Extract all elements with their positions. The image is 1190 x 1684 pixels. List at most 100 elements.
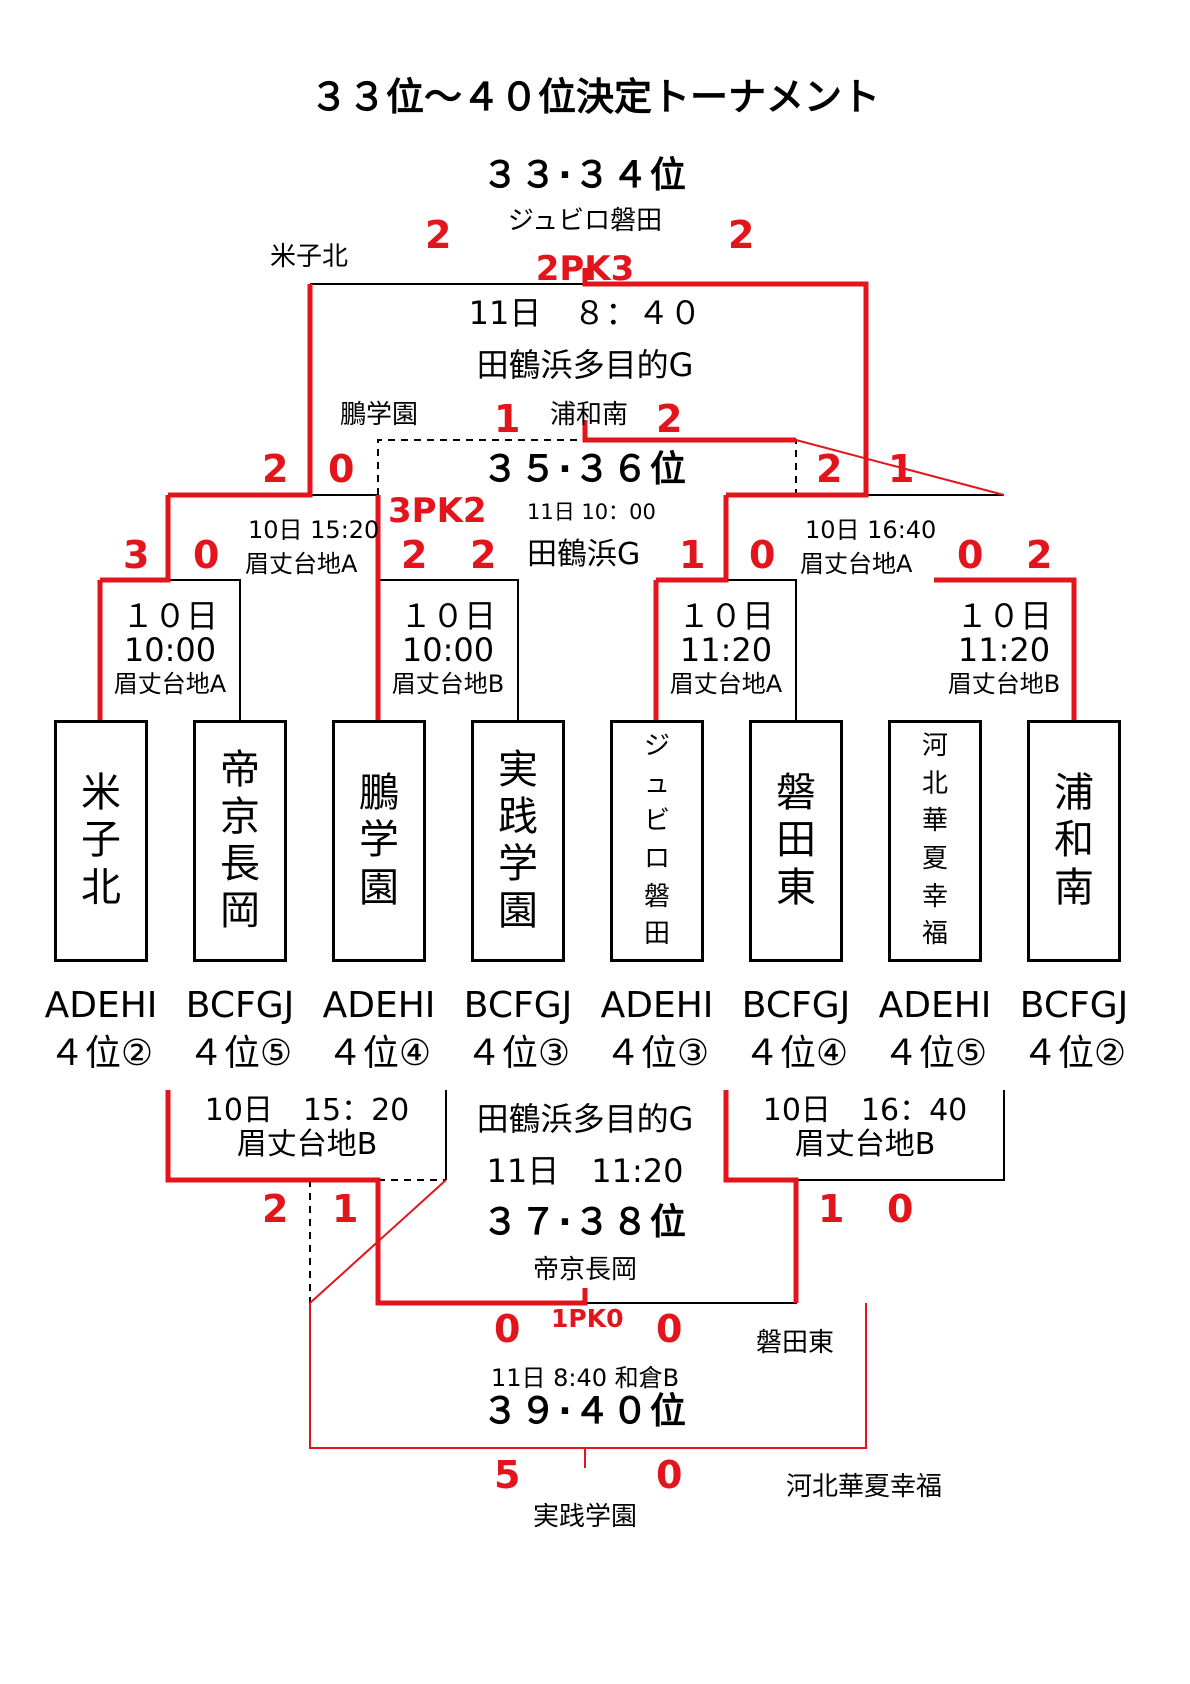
rank-5: ４位③ xyxy=(604,1033,710,1074)
r2l1-venue: 眉丈台地B xyxy=(236,1127,378,1162)
r2-lower-right-black xyxy=(796,1090,1005,1181)
r2l2-score-left: 1 xyxy=(818,1187,845,1231)
team-box-4: 実践学園 xyxy=(471,720,565,962)
team-name: ジュビロ磐田 xyxy=(643,730,670,950)
team-name: 米子北 xyxy=(81,770,121,911)
team-name: 鵬学園 xyxy=(359,770,399,911)
r2u2-score-left: 2 xyxy=(816,447,843,491)
rank-7: ４位⑤ xyxy=(882,1033,988,1074)
f3334-left-team: 米子北 xyxy=(270,242,349,272)
f3738-time: 11日 11:20 xyxy=(486,1152,684,1190)
slot-1: ADEHI xyxy=(44,985,158,1026)
r2l1-time: 10日 15：20 xyxy=(204,1093,410,1128)
f3940-score-left: 5 xyxy=(494,1453,521,1497)
r1m3-venue: 眉丈台地A xyxy=(669,670,783,698)
r1m1-score-left: 3 xyxy=(123,533,150,577)
arrow-3940 xyxy=(309,1179,447,1304)
team-box-6: 磐田東 xyxy=(749,720,843,962)
team-box-5: ジュビロ磐田 xyxy=(610,720,704,962)
rank-33-34: ３３·３４位 xyxy=(482,155,688,196)
rank-39-40: ３９·４０位 xyxy=(482,1391,688,1432)
f3738-winner: 帝京長岡 xyxy=(532,1255,637,1285)
r1m1-time: 10:00 xyxy=(123,631,217,669)
rank-2: ４位⑤ xyxy=(187,1033,293,1074)
r1m2-time: 10:00 xyxy=(401,631,495,669)
f3536-right-team: 浦和南 xyxy=(550,400,629,430)
f3738-venue: 田鶴浜多目的G xyxy=(476,1100,694,1138)
r1m2-score-left: 2 xyxy=(401,533,428,577)
rank-37-38: ３７·３８位 xyxy=(482,1202,688,1243)
champion-33: ジュビロ磐田 xyxy=(507,206,663,236)
team-box-1: 米子北 xyxy=(54,720,148,962)
f3738-score-right: 0 xyxy=(656,1307,683,1351)
slot-5: ADEHI xyxy=(600,985,714,1026)
f3334-time: 11日 ８：４０ xyxy=(468,294,702,332)
rank-35-36: ３５·３６位 xyxy=(482,449,688,490)
r1m4-score-right: 2 xyxy=(1026,533,1053,577)
team-name: 磐田東 xyxy=(776,770,816,911)
r2u1-score-right: 0 xyxy=(328,447,355,491)
r2u2-venue: 眉丈台地A xyxy=(800,550,913,578)
r1-top-1 xyxy=(100,495,171,583)
rank-6: ４位④ xyxy=(743,1033,849,1074)
r1m1-score-right: 0 xyxy=(193,533,220,577)
r2-lower-right-red xyxy=(723,1090,799,1303)
r2u1-venue: 眉丈台地A xyxy=(245,550,358,578)
page-title: ３３位～４０位決定トーナメント xyxy=(309,75,880,119)
r2l1-score-right: 1 xyxy=(332,1187,359,1231)
team-box-2: 帝京長岡 xyxy=(193,720,287,962)
slot-6: BCFGJ xyxy=(741,985,851,1026)
f3536-score-right: 2 xyxy=(656,397,683,441)
r1-top-3 xyxy=(656,495,729,583)
slot-3: ADEHI xyxy=(322,985,436,1026)
r1m2-pk: 3PK2 xyxy=(388,491,487,531)
f3536-left-team: 鵬学園 xyxy=(340,400,419,430)
f3940-time: 11日 8:40 和倉B xyxy=(490,1364,680,1392)
f3536-venue: 田鶴浜G xyxy=(527,537,641,572)
r2u1-score-left: 2 xyxy=(262,447,289,491)
r2u2-time: 10日 16:40 xyxy=(805,516,937,544)
r1m2-score-right: 2 xyxy=(470,533,497,577)
f3334-pk: 2PK3 xyxy=(535,249,635,289)
f3940-score-right: 0 xyxy=(656,1453,683,1497)
r2l2-venue: 眉丈台地B xyxy=(794,1127,936,1162)
team-box-8: 浦和南 xyxy=(1027,720,1121,962)
rank-8: ４位② xyxy=(1021,1033,1127,1074)
r2l1-score-left: 2 xyxy=(262,1187,289,1231)
f3738-pk: 1PK0 xyxy=(551,1304,624,1333)
f3334-score-right: 2 xyxy=(728,213,755,257)
r2l2-time: 10日 16：40 xyxy=(762,1093,968,1128)
f3940-winner: 実践学園 xyxy=(532,1502,637,1532)
r2u2-score-right: 1 xyxy=(888,447,915,491)
f3334-score-left: 2 xyxy=(425,213,452,257)
team-box-3: 鵬学園 xyxy=(332,720,426,962)
rank-4: ４位③ xyxy=(465,1033,571,1074)
f3334-venue: 田鶴浜多目的G xyxy=(476,346,694,384)
f3940-line xyxy=(309,1303,586,1468)
slot-2: BCFGJ xyxy=(185,985,295,1026)
slot-7: ADEHI xyxy=(878,985,992,1026)
team-name: 河北華夏幸福 xyxy=(921,730,948,950)
slot-4: BCFGJ xyxy=(463,985,573,1026)
r1-line-2 xyxy=(378,579,519,720)
team-name: 浦和南 xyxy=(1054,770,1094,911)
r1m4-time: 11:20 xyxy=(957,631,1051,669)
f3940-right-team: 河北華夏幸福 xyxy=(786,1472,943,1502)
r2u1-time: 10日 15:20 xyxy=(248,516,380,544)
r1m2-day: １０日 xyxy=(399,597,496,635)
f3536-win xyxy=(582,420,796,443)
r1m3-day: １０日 xyxy=(677,597,774,635)
f3738-score-left: 0 xyxy=(494,1307,521,1351)
r1m3-score-left: 1 xyxy=(679,533,706,577)
f3536-time: 11日 10：00 xyxy=(527,500,656,524)
r1m4-score-left: 0 xyxy=(957,533,984,577)
r1m3-time: 11:20 xyxy=(679,631,773,669)
r1m1-day: １０日 xyxy=(121,597,218,635)
team-name: 帝京長岡 xyxy=(220,746,260,935)
rank-1: ４位② xyxy=(48,1033,154,1074)
r1m4-venue: 眉丈台地B xyxy=(947,670,1061,698)
r1m2-venue: 眉丈台地B xyxy=(391,670,505,698)
f3536-score-left: 1 xyxy=(494,397,521,441)
f3738-right-team: 磐田東 xyxy=(756,1328,835,1358)
